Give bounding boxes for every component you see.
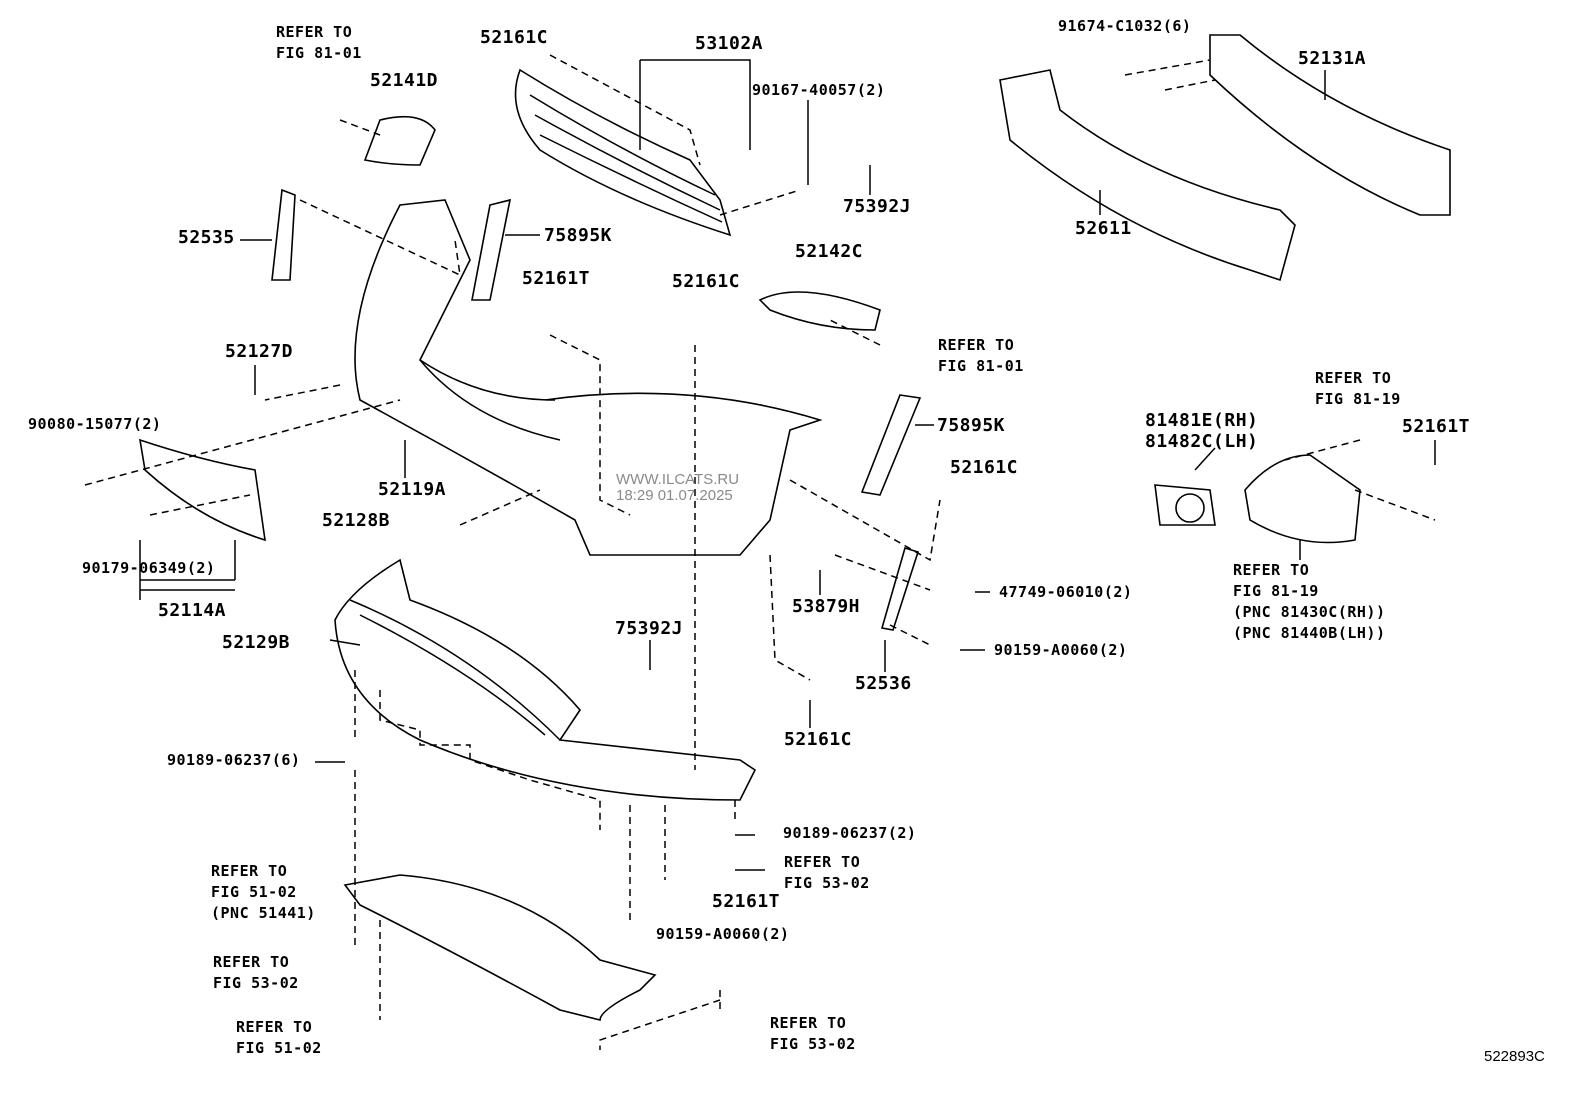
- engine-under-cover: [343, 874, 657, 1022]
- part-label[interactable]: 52161C: [950, 457, 1019, 478]
- part-label[interactable]: 52161C: [784, 729, 853, 750]
- pnc-text: (PNC 51441): [211, 904, 316, 922]
- fig-ref-text: FIG 81-01: [938, 357, 1024, 375]
- fog-lamp-label[interactable]: 81481E(RH)81482C(LH): [1145, 410, 1258, 452]
- lower-bumper: [334, 558, 757, 801]
- bumper-cover: [354, 199, 823, 556]
- refer-fig-81-01-label: REFER TO FIG 81-01: [938, 335, 1024, 377]
- pnc-text: (PNC 81440B(LH)): [1233, 624, 1386, 642]
- watermark-site: WWW.ILCATS.RU: [616, 471, 740, 488]
- part-label-lh[interactable]: 81482C(LH): [1145, 431, 1259, 452]
- refer-fig-81-01-label: REFER TO FIG 81-01: [276, 22, 362, 64]
- watermark-datetime: 18:29 01.07.2025: [616, 487, 733, 504]
- part-label[interactable]: 53879H: [792, 596, 861, 617]
- fig-ref-text: FIG 51-02: [211, 883, 297, 901]
- part-label[interactable]: 47749-06010(2): [999, 583, 1133, 601]
- refer-to-text: REFER TO: [1315, 369, 1392, 387]
- refer-to-text: REFER TO: [211, 862, 288, 880]
- part-label[interactable]: 52161C: [672, 271, 741, 292]
- bumper-retainer-rh: [880, 546, 920, 631]
- license-plate-bracket: [138, 438, 266, 542]
- part-label-rh[interactable]: 81481E(RH): [1145, 410, 1259, 431]
- part-label[interactable]: 52131A: [1298, 48, 1367, 69]
- refer-to-text: REFER TO: [784, 853, 861, 871]
- refer-to-text: REFER TO: [276, 23, 353, 41]
- bumper-reinforcement: [1209, 34, 1451, 216]
- part-label[interactable]: 90179-06349(2): [82, 559, 216, 577]
- fig-ref-text: FIG 81-19: [1315, 390, 1401, 408]
- refer-fig-53-02-label: REFER TO FIG 53-02: [213, 952, 299, 994]
- refer-to-text: REFER TO: [1233, 561, 1310, 579]
- part-label[interactable]: 52611: [1075, 218, 1132, 239]
- side-bracket-52141d: [363, 115, 436, 166]
- part-label[interactable]: 52535: [178, 227, 235, 248]
- refer-fig-81-19-label: REFER TO FIG 81-19 (PNC 81430C(RH)) (PNC 81…: [1233, 560, 1386, 644]
- part-label[interactable]: 90159-A0060(2): [994, 641, 1128, 659]
- refer-fig-53-02-label: REFER TO FIG 53-02: [770, 1013, 856, 1055]
- part-label[interactable]: 52129B: [222, 632, 291, 653]
- refer-to-text: REFER TO: [236, 1018, 313, 1036]
- fig-ref-text: FIG 81-01: [276, 44, 362, 62]
- part-label[interactable]: 52536: [855, 673, 912, 694]
- pnc-text: (PNC 81430C(RH)): [1233, 603, 1386, 621]
- part-label[interactable]: 75895K: [937, 415, 1006, 436]
- refer-fig-53-02-label: REFER TO FIG 53-02: [784, 852, 870, 894]
- illustration-code: 522893C: [1484, 1048, 1545, 1065]
- fig-ref-text: FIG 53-02: [784, 874, 870, 892]
- refer-to-text: REFER TO: [213, 953, 290, 971]
- refer-fig-81-19-label: REFER TO FIG 81-19: [1315, 368, 1401, 410]
- part-label[interactable]: 52119A: [378, 479, 447, 500]
- part-label[interactable]: 52161C: [480, 27, 549, 48]
- fig-ref-text: FIG 53-02: [770, 1035, 856, 1053]
- part-label[interactable]: 52141D: [370, 70, 439, 91]
- fig-ref-text: FIG 81-19: [1233, 582, 1319, 600]
- part-label[interactable]: 75895K: [544, 225, 613, 246]
- refer-to-text: REFER TO: [938, 336, 1015, 354]
- part-label[interactable]: 52128B: [322, 510, 391, 531]
- part-label[interactable]: 52142C: [795, 241, 864, 262]
- fig-ref-text: FIG 53-02: [213, 974, 299, 992]
- part-label[interactable]: 91674-C1032(6): [1058, 17, 1192, 35]
- refer-fig-51-02-label: REFER TO FIG 51-02 (PNC 51441): [211, 861, 316, 924]
- part-label[interactable]: 75392J: [843, 196, 912, 217]
- molding-75895k-r: [860, 394, 922, 496]
- bumper-retainer-lh: [271, 188, 296, 281]
- part-label[interactable]: 75392J: [615, 618, 684, 639]
- energy-absorber: [999, 69, 1296, 282]
- part-label[interactable]: 90189-06237(6): [167, 751, 301, 769]
- refer-to-text: REFER TO: [770, 1014, 847, 1032]
- upper-grille: [514, 68, 732, 237]
- molding-75895k-l: [471, 198, 512, 301]
- part-label[interactable]: 90189-06237(2): [783, 824, 917, 842]
- part-label[interactable]: 53102A: [695, 33, 764, 54]
- part-label[interactable]: 52127D: [225, 341, 294, 362]
- part-label[interactable]: 90080-15077(2): [28, 415, 162, 433]
- part-label[interactable]: 52161T: [712, 891, 781, 912]
- refer-fig-51-02-label: REFER TO FIG 51-02: [236, 1017, 322, 1059]
- part-label[interactable]: 90167-40057(2): [752, 81, 886, 99]
- part-label[interactable]: 90159-A0060(2): [656, 925, 790, 943]
- fig-ref-text: FIG 51-02: [236, 1039, 322, 1057]
- part-label[interactable]: 52114A: [158, 600, 227, 621]
- part-label[interactable]: 52161T: [522, 268, 591, 289]
- fog-lamp-cover: [1244, 454, 1361, 544]
- bracket-52142c: [758, 291, 881, 331]
- part-label[interactable]: 52161T: [1402, 416, 1471, 437]
